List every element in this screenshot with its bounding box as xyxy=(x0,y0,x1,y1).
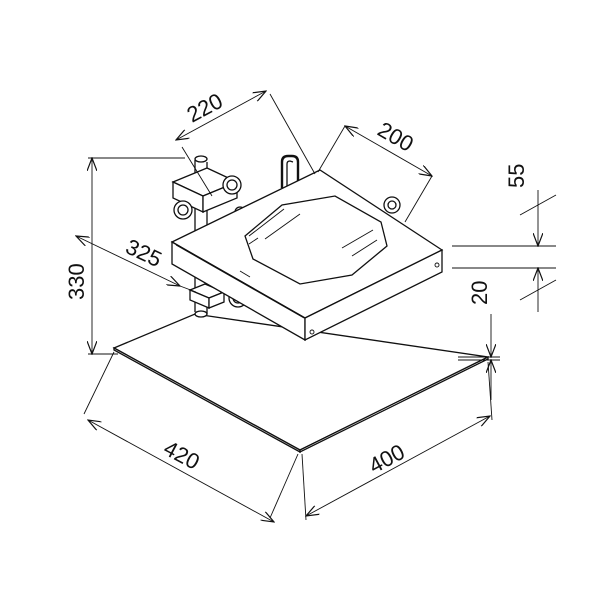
knob-clamp-top xyxy=(222,175,242,195)
dim-330-label: 330 xyxy=(64,263,89,300)
post-clamp-block xyxy=(171,167,239,214)
upper-platen xyxy=(170,169,444,342)
dim-20: 20 xyxy=(458,281,500,400)
dim-200-label: 200 xyxy=(374,117,418,157)
knob-right xyxy=(383,196,401,214)
dim-55-label: 55 xyxy=(504,164,529,188)
dim-400-label: 400 xyxy=(365,439,409,478)
handle xyxy=(280,154,300,188)
dim-20-label: 20 xyxy=(467,281,492,305)
dim-325-label: 325 xyxy=(122,234,166,272)
knob-clamp-front xyxy=(173,200,193,220)
dim-55: 55 xyxy=(452,164,557,312)
dim-420-label: 420 xyxy=(160,435,204,474)
dim-220-label: 220 xyxy=(183,88,227,127)
